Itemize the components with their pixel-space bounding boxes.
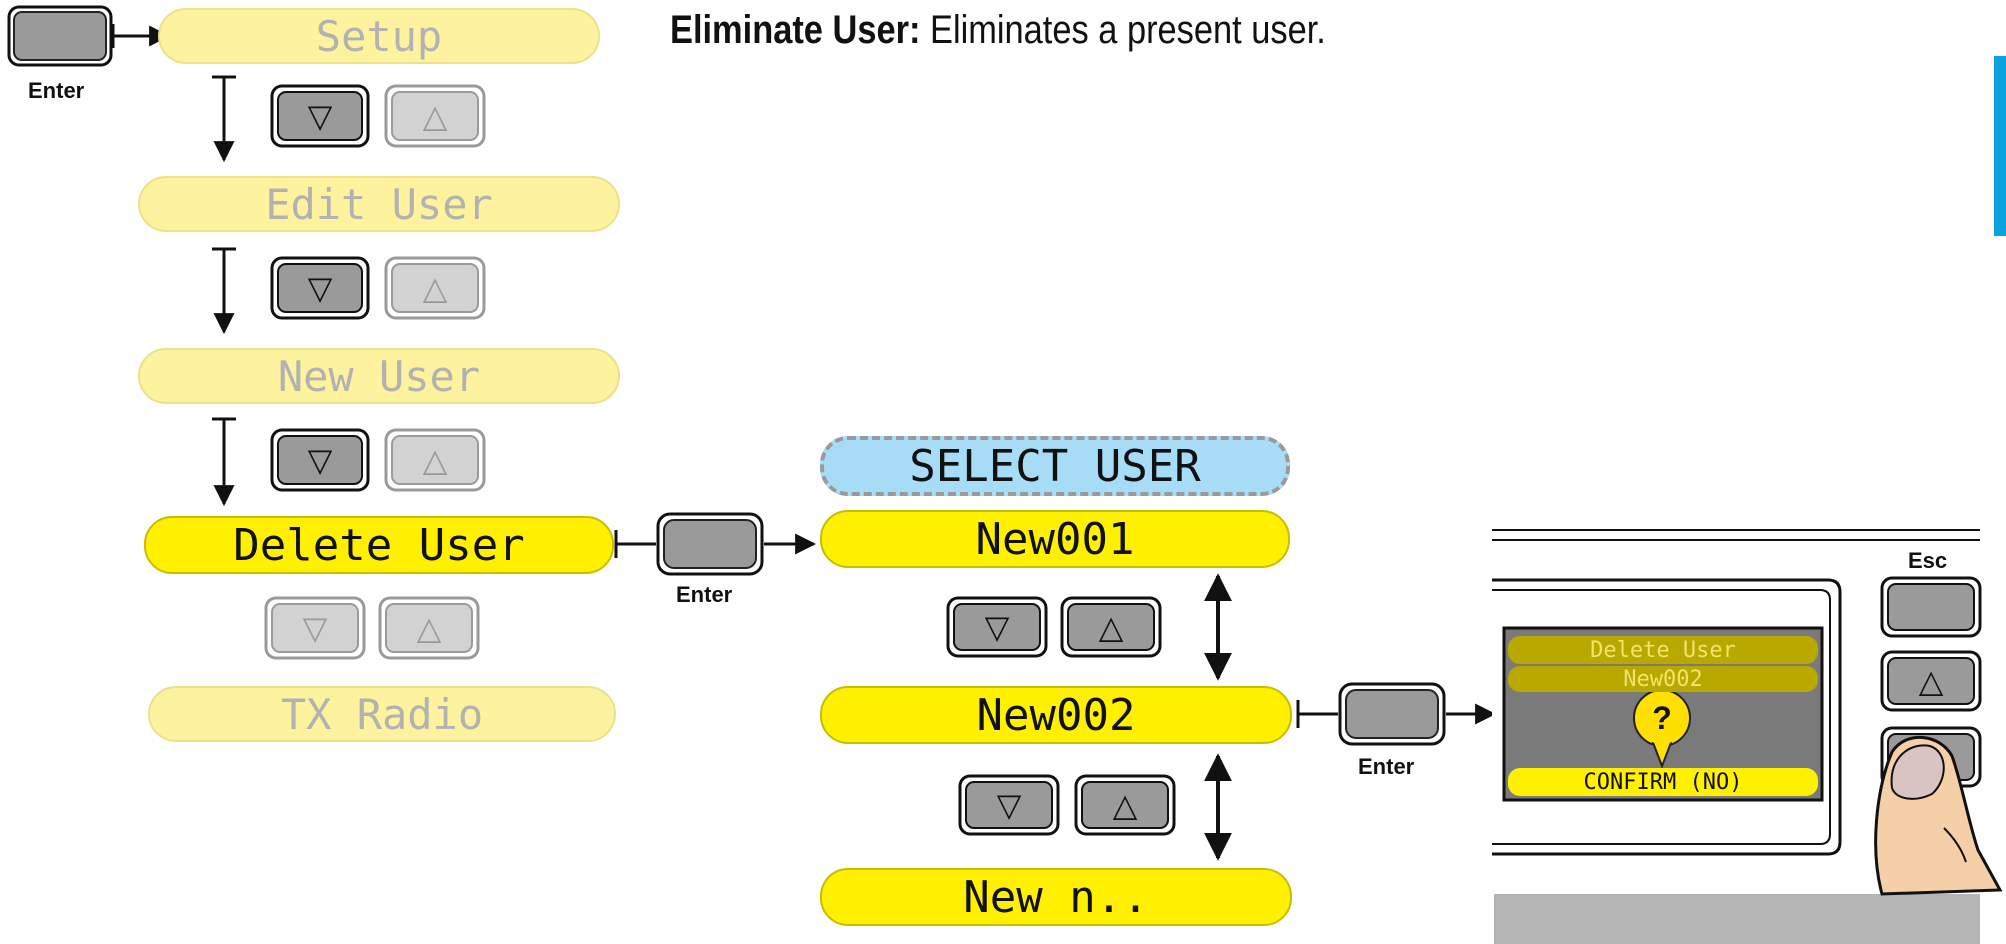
device-up-icon: △ (1918, 662, 1944, 700)
question-bubble (1633, 689, 1691, 769)
select-user-header: SELECT USER (820, 436, 1290, 496)
user-item-new-n[interactable]: New n.. (820, 868, 1292, 926)
down-key-icon: ▽ (996, 786, 1022, 824)
up-key-icon: △ (422, 269, 448, 307)
arrow-delete-to-enter (614, 530, 656, 558)
down-key-icon: ▽ (302, 609, 328, 647)
menu-item-setup[interactable]: Setup (158, 8, 600, 64)
heading-description: Eliminates a present user. (930, 8, 1326, 52)
heading-term: Eliminate User: (670, 8, 921, 52)
menu-item-delete-user[interactable]: Delete User (144, 516, 614, 574)
up-key-icon: △ (1098, 608, 1124, 646)
down-key-icon: ▽ (307, 441, 333, 479)
down-arrow-1 (212, 75, 236, 163)
device-up-key[interactable] (1880, 650, 1982, 712)
menu-item-new-user[interactable]: New User (138, 348, 620, 404)
enter-label-middle: Enter (676, 582, 733, 607)
enter-key-top[interactable] (7, 5, 113, 67)
up-key-icon: △ (422, 441, 448, 479)
device-screen-user: New002 (1508, 666, 1818, 692)
key-pair-1 (270, 84, 486, 148)
key-pair-list-2 (958, 774, 1176, 836)
menu-item-edit-user[interactable]: Edit User (138, 176, 620, 232)
arrow-new002-to-enter (1296, 700, 1338, 728)
up-key-icon: △ (422, 97, 448, 135)
menu-item-tx-radio[interactable]: TX Radio (148, 686, 616, 742)
enter-label-right: Enter (1358, 754, 1415, 779)
key-pair-4 (264, 596, 480, 660)
enter-key-middle[interactable] (656, 512, 764, 576)
down-key-icon: ▽ (307, 269, 333, 307)
key-pair-3 (270, 428, 486, 492)
user-item-new002[interactable]: New002 (820, 686, 1292, 744)
section-heading: Eliminate User: Eliminates a present use… (670, 8, 1326, 53)
device-screen-title: Delete User (1508, 636, 1818, 664)
finger-illustration (1874, 736, 2003, 896)
down-key-icon: ▽ (984, 608, 1010, 646)
down-key-icon: ▽ (307, 97, 333, 135)
enter-key-right[interactable] (1338, 682, 1446, 746)
up-key-icon: △ (1112, 786, 1138, 824)
key-pair-list-1 (946, 596, 1162, 658)
up-key-icon: △ (416, 609, 442, 647)
section-tab-marker (1994, 56, 2006, 236)
device-screen-confirm[interactable]: CONFIRM (NO) (1508, 768, 1818, 796)
esc-label: Esc (1908, 548, 1948, 573)
device-esc-key[interactable] (1880, 576, 1982, 638)
down-arrow-3 (212, 417, 236, 507)
enter-label-top: Enter (28, 78, 85, 103)
key-pair-2 (270, 256, 486, 320)
question-mark-icon: ? (1652, 699, 1672, 736)
user-item-new001[interactable]: New001 (820, 510, 1290, 568)
down-arrow-2 (212, 247, 236, 335)
